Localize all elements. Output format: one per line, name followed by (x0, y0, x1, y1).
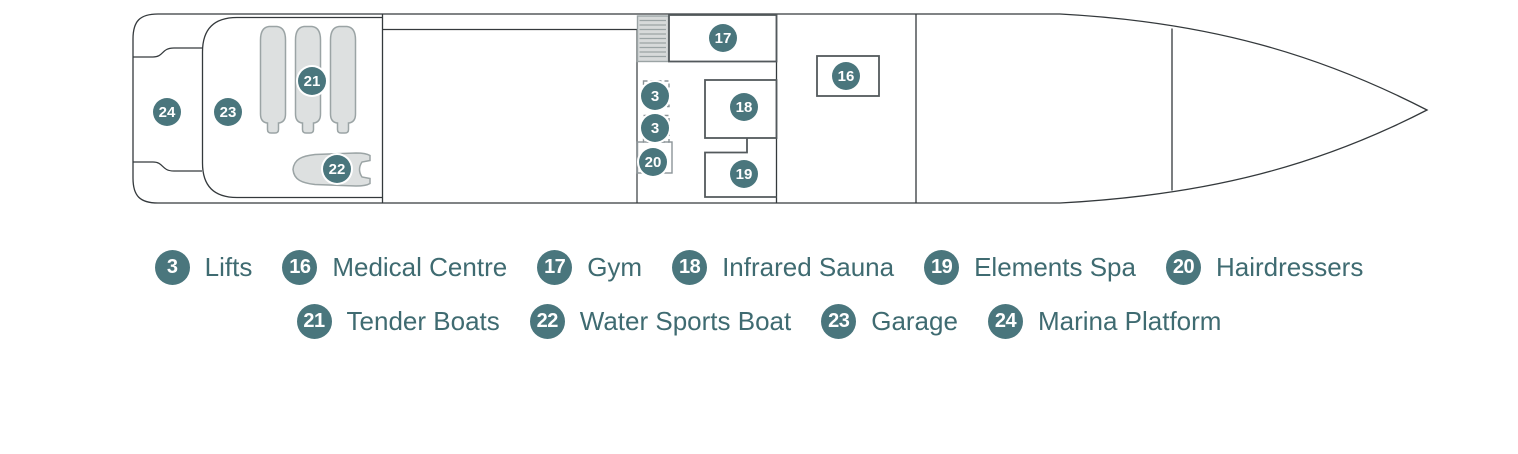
legend-label: Gym (587, 252, 643, 282)
legend-label: Water Sports Boat (579, 306, 792, 336)
legend-item-17: 17 Gym (537, 250, 642, 285)
legend-row-1: 3 Lifts 16 Medical Centre 17 Gym 18 Infrared Sa… (154, 250, 1364, 285)
stairs-icon (636, 15, 670, 63)
legend-badge: 16 (282, 250, 318, 285)
hull-outline (132, 13, 1429, 204)
deck-badge-16: 16 (830, 60, 862, 92)
gym-room (668, 14, 778, 63)
marina-platform-top-edge (133, 47, 202, 58)
legend-badge: 19 (924, 250, 960, 285)
legend-item-22: 22 Water Sports Boat (529, 304, 792, 339)
infrared-sauna-room (704, 79, 778, 139)
legend-badge: 3 (154, 250, 190, 285)
marina-platform-bottom-edge (133, 161, 202, 172)
legend-item-3: 3 Lifts (154, 250, 253, 285)
deck-badge-number: 20 (645, 154, 662, 171)
legend-label: Hairdressers (1215, 252, 1364, 282)
deck-badge-number: 3 (651, 120, 659, 137)
legend-item-19: 19 Elements Spa (924, 250, 1136, 285)
deck-badge-19: 19 (728, 158, 760, 190)
garage-outline (201, 16, 383, 199)
deck-badge-number: 16 (838, 68, 855, 85)
legend-item-16: 16 Medical Centre (282, 250, 507, 285)
ship-deck-plan: 24 23 21 22 3 3 20 17 18 19 16 (132, 13, 1429, 204)
deck-badge-number: 24 (159, 104, 176, 121)
legend-badge: 18 (672, 250, 708, 285)
deck-badge-22: 22 (321, 153, 353, 185)
legend-badge: 21 (296, 304, 332, 339)
deck-badge-number: 19 (736, 166, 753, 183)
legend-badge: 17 (537, 250, 573, 285)
legend-item-23: 23 Garage (821, 304, 958, 339)
legend-label: Infrared Sauna (722, 252, 895, 282)
medical-centre-room (816, 55, 880, 97)
legend-label: Garage (871, 306, 958, 336)
deck-badge-17: 17 (707, 22, 739, 54)
deck-badge-3: 3 (639, 112, 671, 144)
legend-item-21: 21 Tender Boats (296, 304, 500, 339)
legend-label: Tender Boats (346, 306, 500, 336)
tender-boats (259, 25, 357, 134)
tender-boat-1 (259, 25, 287, 134)
legend-row-2: 21 Tender Boats 22 Water Sports Boat 23 Garag… (296, 304, 1222, 339)
legend-label: Medical Centre (332, 252, 508, 282)
legend-badge: 24 (987, 304, 1023, 339)
deck-badge-18: 18 (728, 91, 760, 123)
legend-label: Elements Spa (974, 252, 1136, 282)
deck-badge-23: 23 (212, 96, 244, 128)
legend-item-24: 24 Marina Platform (987, 304, 1222, 339)
deck-badge-number: 23 (220, 104, 237, 121)
legend-badge: 20 (1165, 250, 1201, 285)
tender-boat-3 (329, 25, 357, 134)
deck-badge-number: 18 (736, 99, 753, 116)
deck-badge-3: 3 (639, 80, 671, 112)
legend-label: Marina Platform (1037, 306, 1222, 336)
legend: 3 Lifts 16 Medical Centre 17 Gym 18 Infrared Sa… (0, 250, 1518, 339)
legend-item-18: 18 Infrared Sauna (672, 250, 894, 285)
deck-badge-24: 24 (151, 96, 183, 128)
deck-badge-number: 22 (329, 161, 346, 178)
legend-badge: 22 (529, 304, 565, 339)
elements-spa-room (704, 138, 777, 198)
legend-badge: 23 (821, 304, 857, 339)
deck-badge-number: 21 (304, 73, 321, 90)
deck-badge-number: 3 (651, 88, 659, 105)
deck-badges: 24 23 21 22 3 3 20 17 18 19 16 (151, 22, 862, 190)
legend-item-20: 20 Hairdressers (1165, 250, 1364, 285)
deck-badge-20: 20 (637, 146, 669, 178)
deck-badge-number: 17 (715, 30, 732, 47)
legend-label: Lifts (204, 252, 253, 282)
deck-badge-21: 21 (296, 65, 328, 97)
